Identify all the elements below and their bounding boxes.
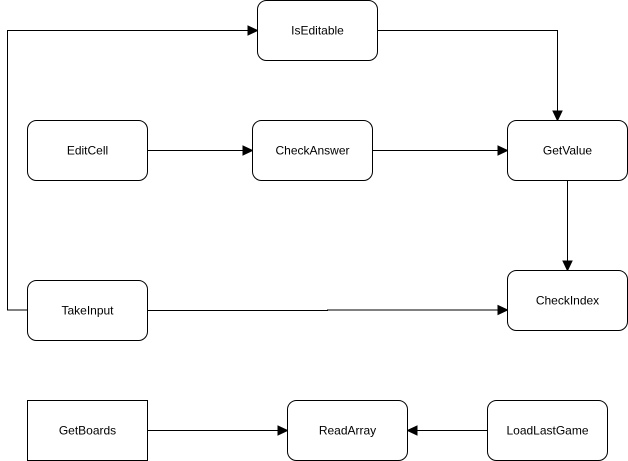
- node-editcell[interactable]: EditCell: [27, 120, 148, 181]
- node-readarray[interactable]: ReadArray: [287, 400, 408, 461]
- node-editcell-label: EditCell: [67, 144, 108, 158]
- node-takeinput-label: TakeInput: [61, 304, 114, 318]
- node-iseditable[interactable]: IsEditable: [257, 0, 378, 61]
- node-checkindex-label: CheckIndex: [536, 294, 599, 308]
- edges: [7, 25, 573, 436]
- node-getboards-label: GetBoards: [59, 424, 116, 438]
- node-readarray-label: ReadArray: [319, 424, 376, 438]
- arrowhead-checkindex-left: [497, 304, 509, 316]
- node-getboards[interactable]: GetBoards: [27, 400, 148, 461]
- node-getvalue-label: GetValue: [543, 144, 592, 158]
- arrowhead-getvalue-left: [497, 145, 509, 156]
- arrowhead-readarray-left: [277, 425, 289, 436]
- node-loadlastgame[interactable]: LoadLastGame: [487, 400, 608, 461]
- nodes: IsEditable EditCell CheckAnswer GetValue…: [27, 0, 628, 461]
- arrowhead-readarray-right: [406, 425, 418, 436]
- node-iseditable-label: IsEditable: [291, 24, 344, 38]
- node-checkanswer-label: CheckAnswer: [275, 144, 349, 158]
- arrowhead-getvalue-top: [552, 110, 563, 122]
- node-loadlastgame-label: LoadLastGame: [506, 424, 588, 438]
- arrowhead-checkindex-top: [562, 260, 573, 272]
- node-getvalue[interactable]: GetValue: [507, 120, 628, 181]
- edge-takeinput-to-checkindex: [147, 309, 498, 311]
- arrowhead-iseditable: [247, 25, 259, 36]
- arrowhead-checkanswer: [242, 145, 254, 156]
- edge-takeinput-to-iseditable: [7, 30, 248, 311]
- node-takeinput[interactable]: TakeInput: [27, 280, 148, 341]
- node-checkindex[interactable]: CheckIndex: [507, 270, 628, 331]
- node-checkanswer[interactable]: CheckAnswer: [252, 120, 373, 181]
- edge-iseditable-to-getvalue: [377, 30, 558, 111]
